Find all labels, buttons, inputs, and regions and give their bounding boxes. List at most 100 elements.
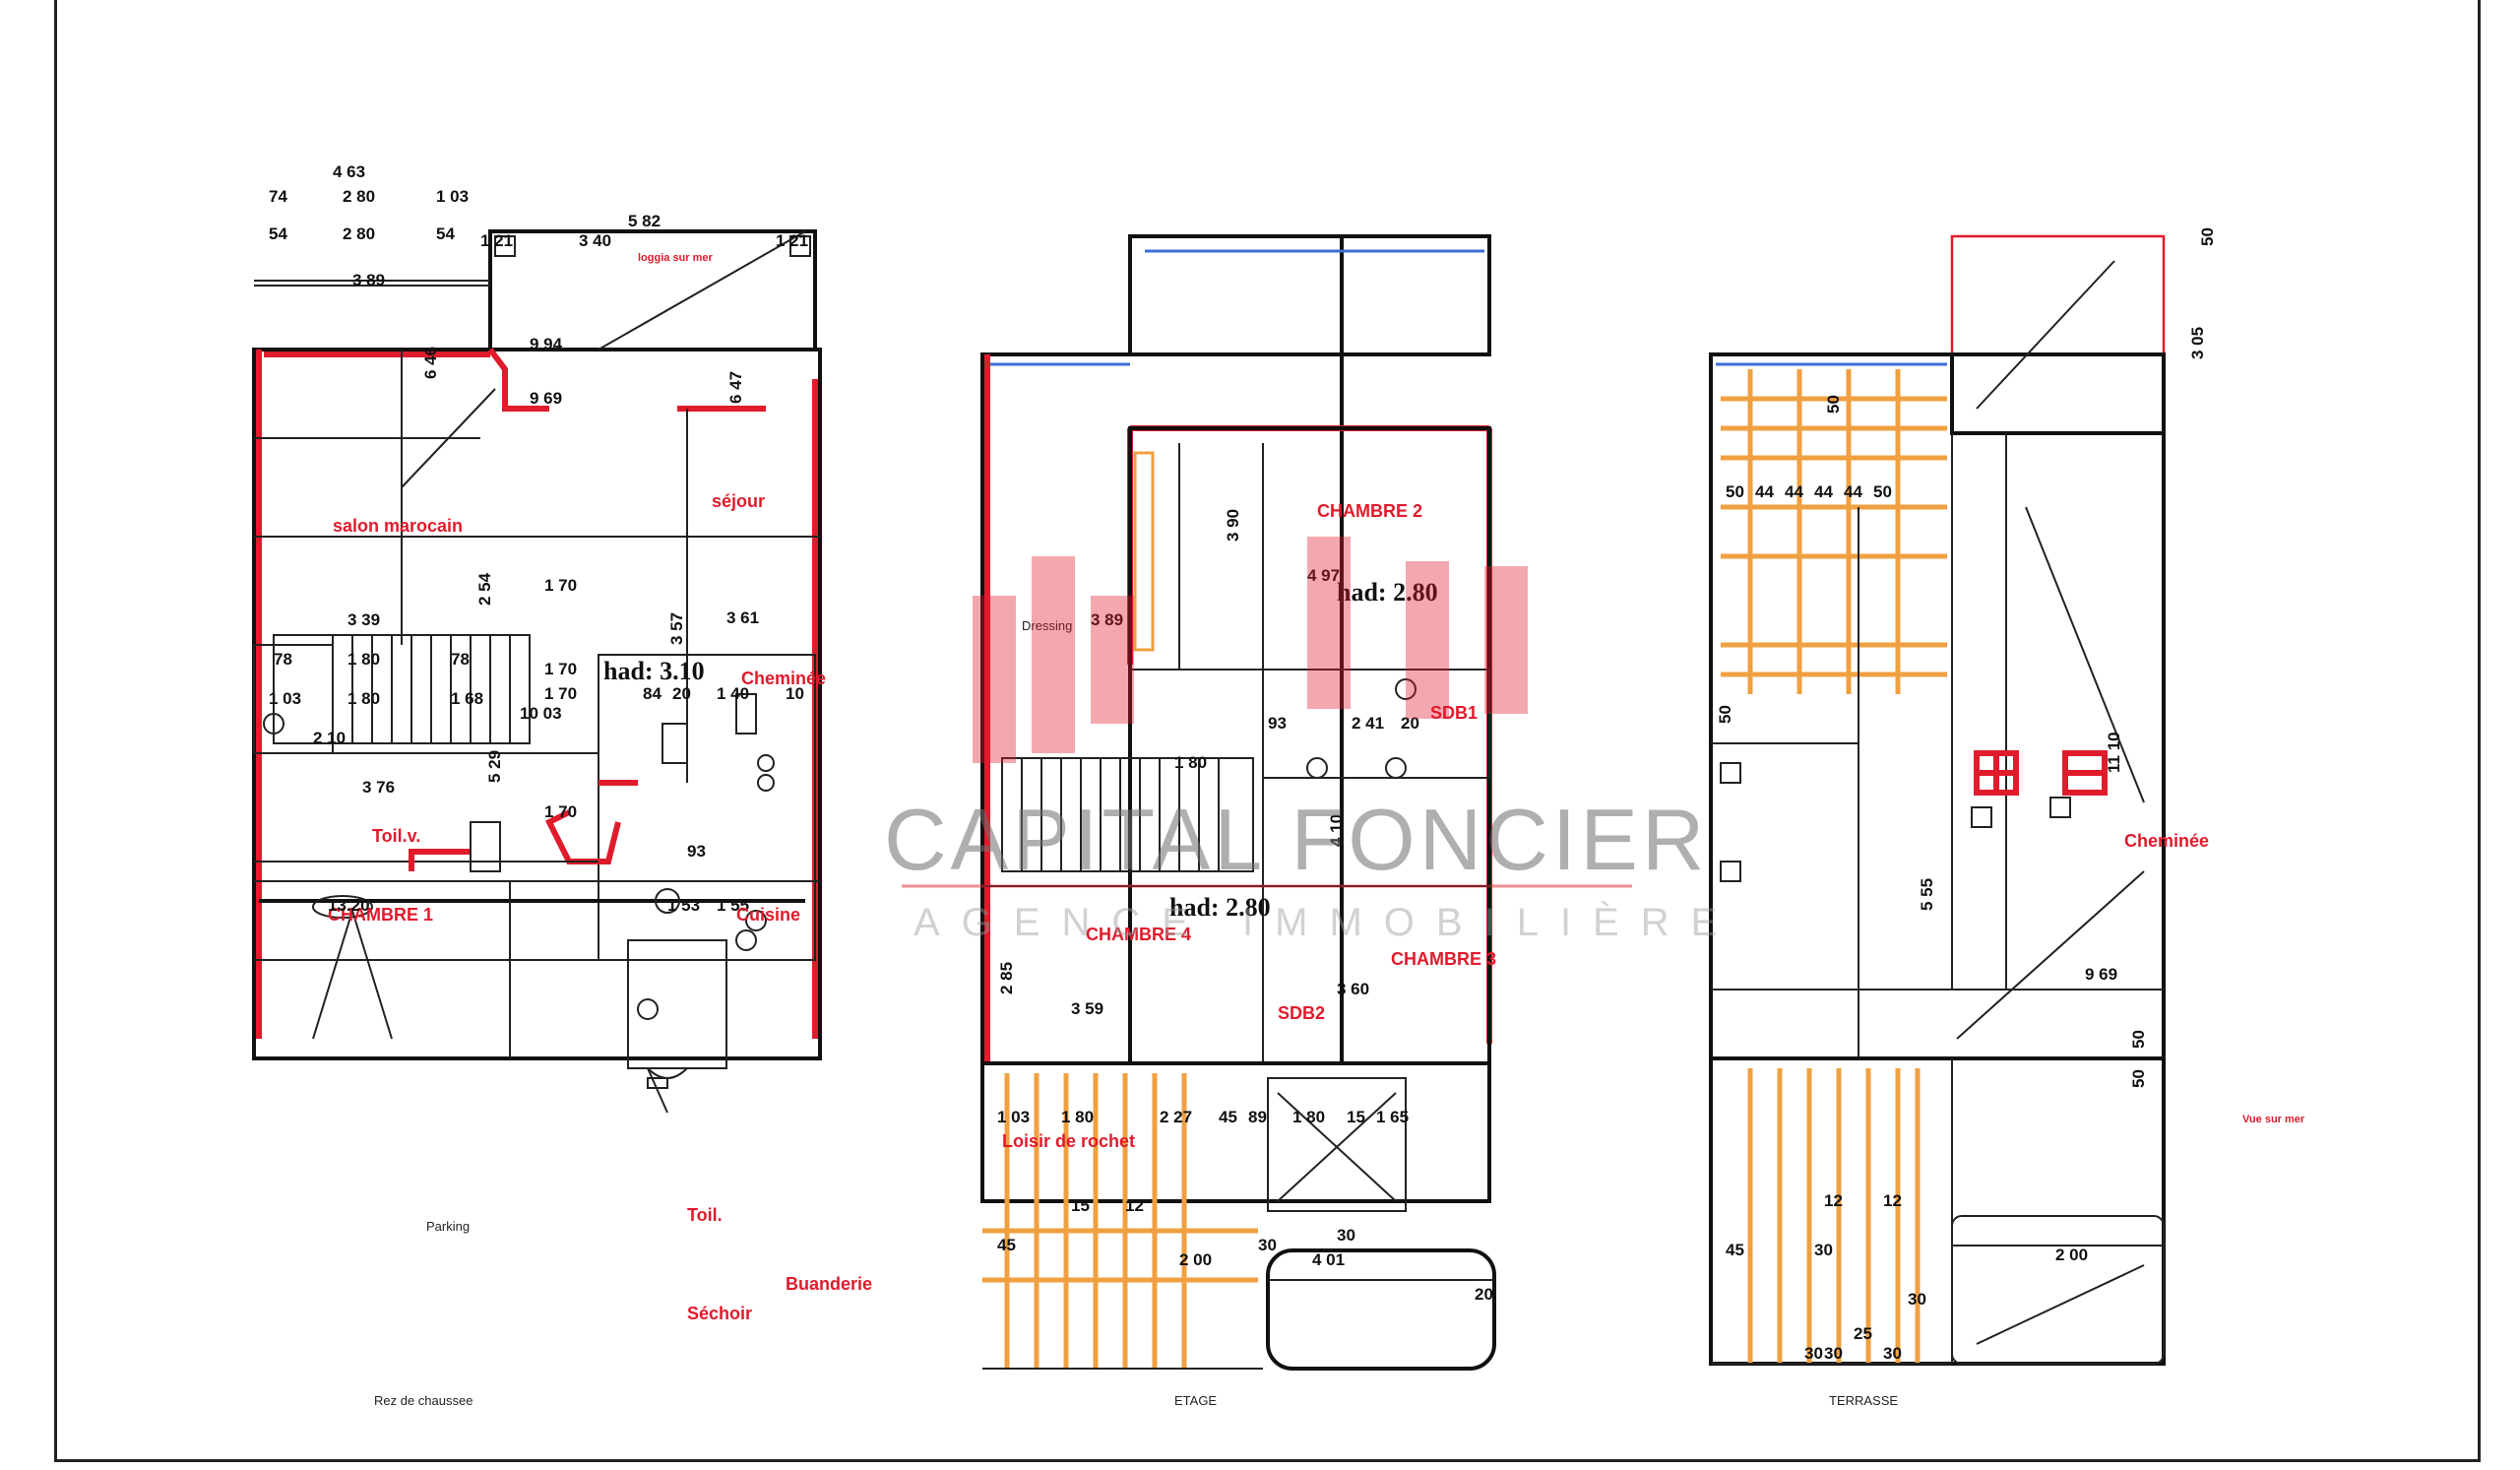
dimension-label: 2 85 [997,962,1016,994]
dimension-label: 50 [1726,482,1744,501]
dimension-label: 1 80 [347,650,380,669]
loggia-outline [488,229,817,352]
dimension-label: 54 [436,224,455,243]
dimension-label: 50 [1824,395,1843,414]
dimension-label: 30 [1814,1241,1833,1259]
dimension-label: 93 [687,842,706,861]
dimension-label: 1 65 [1376,1108,1409,1126]
dimension-label: 20 [1475,1285,1493,1304]
dimension-label: 3 90 [1224,509,1242,542]
dimension-label: 11 10 [2105,732,2123,773]
dimension-label: had: 2.80 [1169,893,1271,922]
dimension-label: 1 70 [544,576,577,595]
dimension-label: 2 00 [1179,1250,1212,1269]
dimension-label: 1 80 [347,689,380,708]
dimension-label: 1 55 [717,896,749,915]
drawing-sheet: 4 63 74 2 80 1 03 54 2 80 54 5 82 1 21 3… [54,0,2481,1462]
watermark: CAPITAL FONCIER AGENCE IMMOBILIÈRE [884,537,1717,944]
dimension-label: 93 [1268,714,1287,733]
dimension-label: 30 [1804,1344,1823,1363]
dimension-label: Dressing [1022,618,1072,633]
dimension-label: 1 21 [480,231,513,250]
dimension-label: Vue sur mer [2242,1114,2305,1125]
dimension-label: 12 [1125,1196,1144,1215]
dimension-label: 6 46 [421,347,440,379]
dimension-label: 1 70 [544,660,577,678]
dimension-label: 15 [1071,1196,1090,1215]
dimension-label: had: 2.80 [1337,578,1438,607]
roof-pergola-bottom [1747,1068,1921,1364]
dimension-label: 3 57 [667,612,686,645]
dimension-label: 89 [1248,1108,1267,1126]
dimension-label: 2 27 [1160,1108,1192,1126]
dimension-label: 2 80 [343,224,375,243]
dimension-label: 30 [1883,1344,1902,1363]
dimension-label: 9 69 [2085,965,2117,984]
dimension-label: salon marocain [333,516,463,536]
dimension-label: 84 [643,684,662,703]
dimension-label: 44 [1844,482,1862,501]
dimension-label: CHAMBRE 1 [328,905,433,925]
dimension-label: 4 97 [1307,566,1340,585]
dimension-label: 1 53 [667,896,700,915]
dimension-label: 2 41 [1352,714,1384,733]
dimension-label: Cheminée [2124,831,2209,851]
dimension-label: 3 61 [726,608,759,627]
dimension-label: 10 [786,684,804,703]
dimension-label: CHAMBRE 3 [1391,949,1496,969]
dimension-label: 15 [1347,1108,1365,1126]
dimension-label: 45 [997,1236,1016,1254]
dimension-label: Séchoir [687,1304,752,1323]
dimension-label: 1 68 [451,689,483,708]
dimension-label: 3 39 [347,610,380,629]
roof-pergola-top [1721,369,1947,694]
dimension-label: 1 80 [1061,1108,1094,1126]
dimension-label: 3 05 [2188,327,2207,359]
dimension-label: 4 10 [1327,814,1346,847]
dimension-label: 12 [1824,1191,1843,1210]
dimension-label: CHAMBRE 4 [1086,925,1191,944]
dimension-label: 50 [2129,1030,2148,1049]
dimension-label: Toil. [687,1205,723,1225]
dimension-label: 3 60 [1337,980,1369,998]
dimension-label: loggia sur mer [638,252,714,264]
dimension-label: 1 70 [544,684,577,703]
dimension-label: 3 59 [1071,999,1103,1018]
dimension-label: 5 82 [628,212,661,230]
dimension-label: 3 89 [352,271,385,289]
dimension-label: 1 03 [436,187,469,206]
dimension-label: 44 [1755,482,1774,501]
ground-stair-treads [332,635,511,743]
dimension-label: 6 47 [726,371,745,404]
dimension-label: 78 [451,650,470,669]
caption-upper: ETAGE [1174,1393,1217,1408]
upper-pergola [982,1073,1258,1369]
dimension-label: 12 [1883,1191,1902,1210]
dimension-label: 30 [1337,1226,1355,1245]
upper-floor-plan: 3 90 4 97 3 89 1 80 93 2 41 20 4 10 2 85… [980,234,1496,1371]
dimension-label: 9 94 [530,335,563,353]
dimension-label: 2 00 [2055,1246,2088,1264]
caption-ground: Rez de chaussee [374,1393,472,1408]
ground-stair [273,634,531,744]
caption-roof: TERRASSE [1829,1393,1898,1408]
dimension-label: 50 [2198,227,2217,246]
kitchen-outline [598,654,816,961]
dimension-label: 20 [1401,714,1419,733]
dimension-label: 1 80 [1174,753,1207,772]
ground-floor-plan: 4 63 74 2 80 1 03 54 2 80 54 5 82 1 21 3… [252,162,872,1323]
dimension-label: 3 89 [1091,610,1123,629]
dimension-label: 45 [1726,1241,1744,1259]
upper-balcony [1128,234,1491,356]
dimension-label: 1 80 [1292,1108,1325,1126]
dimension-label: 2 54 [475,572,494,606]
floor-plans: 4 63 74 2 80 1 03 54 2 80 54 5 82 1 21 3… [252,162,2305,1408]
dimension-label: 13.20 [328,896,370,915]
dimension-label: 50 [1716,705,1734,724]
dimension-label: 78 [274,650,292,669]
watermark-brand: CAPITAL FONCIER [884,791,1708,888]
dimension-label: 4 01 [1312,1250,1345,1269]
dimension-label: 45 [1219,1108,1237,1126]
dimension-label: Parking [426,1219,470,1234]
dimension-label: 44 [1814,482,1833,501]
